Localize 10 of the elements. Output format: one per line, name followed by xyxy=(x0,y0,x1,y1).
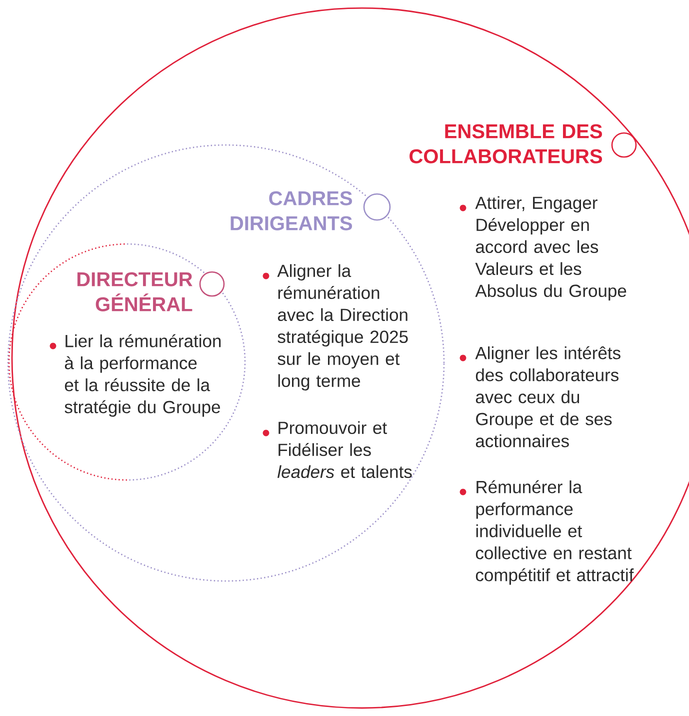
bullet-text: Promouvoir et Fidéliser les leaders et talents xyxy=(277,421,412,478)
bullet-text: Aligner la rémunération avec la Direction stratégique 2025 sur le moyen et long terme xyxy=(277,264,408,391)
bullet-text: Lier la rémunération à la performance et la réussite de la stratégie du Groupe xyxy=(64,334,221,417)
circle-title: DIRECTEUR GÉNÉRAL xyxy=(77,272,192,312)
bullet-text: Rémunérer la performance individuelle et collective en restant compétitif et attractif xyxy=(476,480,634,585)
circle-title: ENSEMBLE DES COLLABORATEURS xyxy=(410,124,602,164)
circle xyxy=(8,243,246,481)
circle-title: CADRES DIRIGEANTS xyxy=(230,191,352,230)
bullet-text: Attirer, Engager Développer en accord avec les Valeurs et les Absolus du Groupe xyxy=(475,196,626,301)
bullet-text: Aligner les intérêts des collaborateurs avec ceux du Groupe et de ses actionnaires xyxy=(475,346,620,448)
